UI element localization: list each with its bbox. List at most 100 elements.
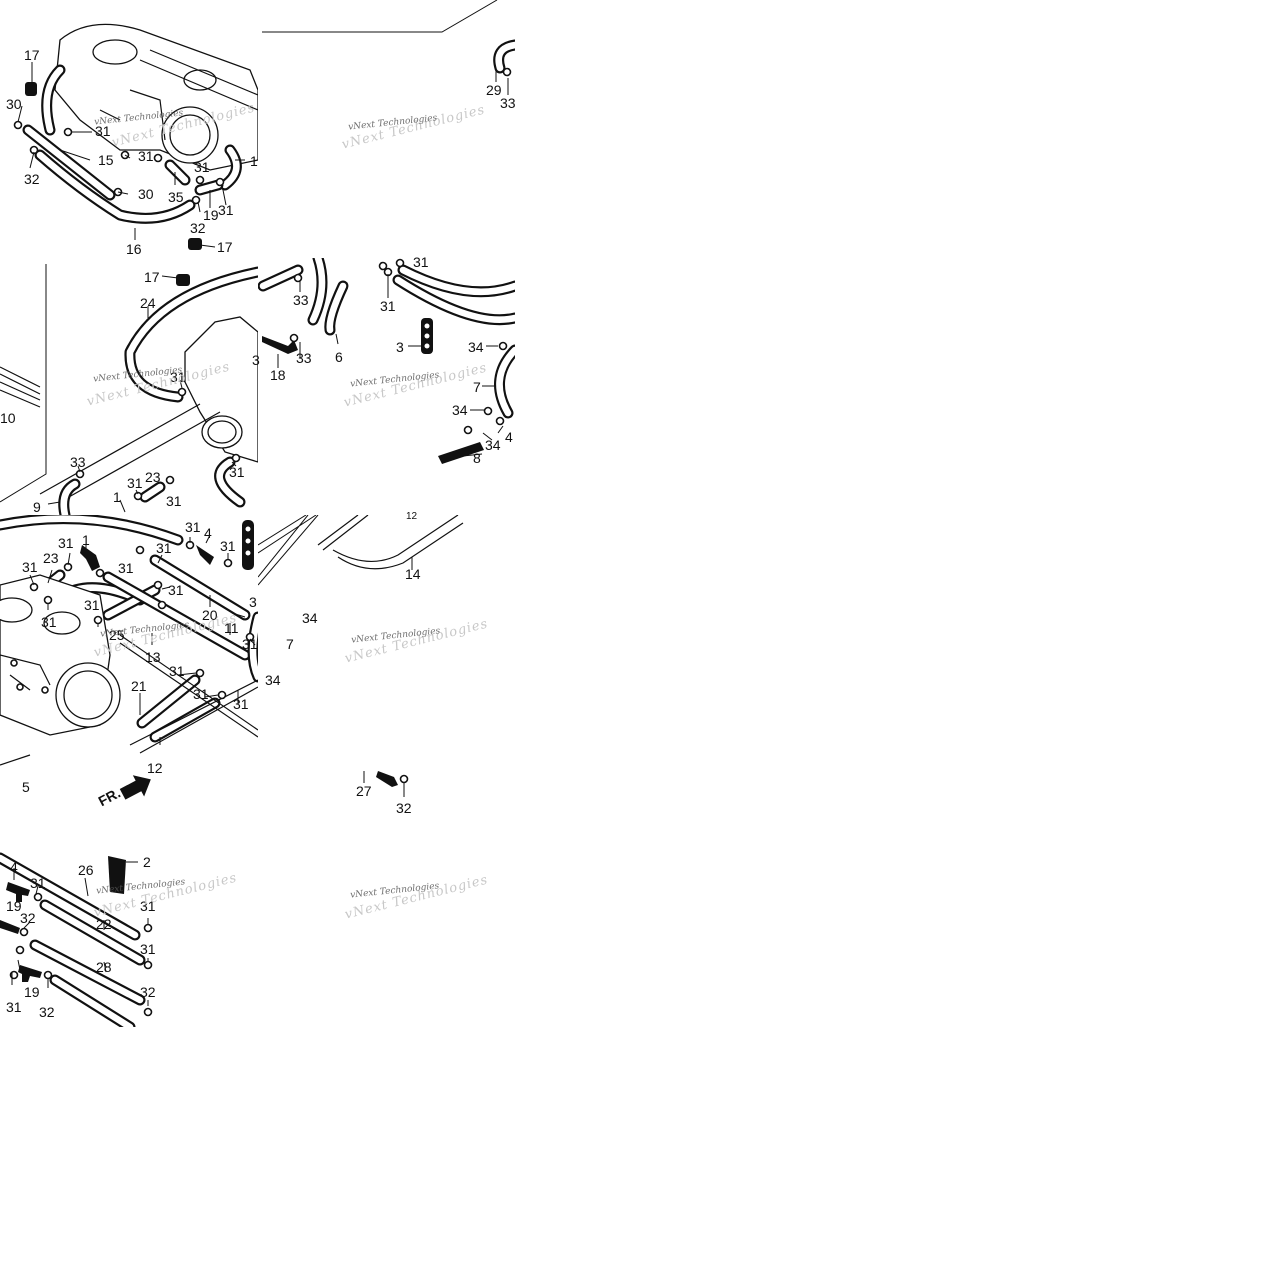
callout-32: 32 — [24, 171, 40, 187]
callout-31: 31 — [169, 663, 185, 679]
callout-34: 34 — [452, 402, 468, 418]
callout-30: 30 — [6, 96, 22, 112]
callout-31: 31 — [156, 540, 172, 556]
tile-mid-left — [0, 262, 258, 515]
tile-mid-left-drawing — [0, 264, 258, 515]
callout-2: 2 — [143, 854, 151, 870]
callout-34: 34 — [485, 437, 501, 453]
callout-31: 31 — [193, 686, 209, 702]
callout-18: 18 — [270, 367, 286, 383]
callout-19: 19 — [6, 898, 22, 914]
callout-33: 33 — [500, 95, 516, 111]
callout-30: 30 — [138, 186, 154, 202]
callout-31: 31 — [218, 202, 234, 218]
callout-34: 34 — [302, 610, 318, 626]
callout-31: 31 — [380, 298, 396, 314]
callout-3: 3 — [252, 352, 260, 368]
callout-16: 16 — [126, 241, 142, 257]
callout-31: 31 — [95, 123, 111, 139]
callout-31: 31 — [413, 254, 429, 270]
callout-9: 9 — [33, 499, 41, 515]
callout-33: 33 — [70, 454, 86, 470]
callout-28: 28 — [96, 959, 112, 975]
tile-top-right-drawing — [262, 0, 515, 95]
callout-31: 31 — [220, 538, 236, 554]
callout-7: 7 — [286, 636, 294, 652]
callout-31: 31 — [185, 519, 201, 535]
callout-17: 17 — [144, 269, 160, 285]
callout-15: 15 — [98, 152, 114, 168]
tile-mid-right-drawing — [258, 258, 515, 464]
callout-27: 27 — [356, 783, 372, 799]
callout-3: 3 — [396, 339, 404, 355]
callout-10: 10 — [0, 410, 16, 426]
tile-top-left — [0, 0, 258, 258]
callout-7: 7 — [473, 379, 481, 395]
callout-22: 22 — [96, 916, 112, 932]
tile-top-left-drawing — [13, 23, 258, 250]
callout-4: 4 — [10, 859, 18, 875]
callout-17: 17 — [217, 239, 233, 255]
callout-31: 31 — [127, 475, 143, 491]
callout-32: 32 — [140, 984, 156, 1000]
callout-21: 21 — [131, 678, 147, 694]
tile-center-left-drawing — [0, 515, 258, 766]
callout-5: 5 — [22, 779, 30, 795]
callout-31: 31 — [138, 148, 154, 164]
tile-center-right-drawing — [258, 515, 464, 797]
callout-12: 12 — [406, 511, 418, 522]
callout-12: 12 — [147, 760, 163, 776]
callout-31: 31 — [6, 999, 22, 1015]
callout-8: 8 — [473, 450, 481, 466]
callout-33: 33 — [293, 292, 309, 308]
callout-31: 31 — [58, 535, 74, 551]
callout-11: 11 — [224, 620, 239, 636]
callout-31: 31 — [166, 493, 182, 509]
callout-31: 31 — [41, 614, 57, 630]
callout-25: 25 — [109, 627, 125, 643]
callout-19: 19 — [24, 984, 40, 1000]
callout-31: 31 — [22, 559, 38, 575]
callout-33: 33 — [296, 350, 312, 366]
callout-31: 31 — [170, 369, 186, 385]
callout-32: 32 — [396, 800, 412, 816]
callout-13: 13 — [145, 649, 161, 665]
callout-23: 23 — [43, 550, 59, 566]
callout-34: 34 — [265, 672, 281, 688]
callout-1: 1 — [113, 489, 121, 505]
callout-1: 1 — [250, 153, 258, 169]
callout-23: 23 — [145, 469, 161, 485]
callout-31: 31 — [194, 159, 210, 175]
callout-31: 31 — [118, 560, 134, 576]
callout-31: 31 — [140, 941, 156, 957]
callout-31: 31 — [30, 875, 46, 891]
tile-center-right — [258, 515, 515, 815]
callout-31: 31 — [168, 582, 184, 598]
callout-31: 31 — [140, 898, 156, 914]
front-arrow-icon — [119, 775, 151, 800]
tile-center-left — [0, 515, 258, 770]
callout-32: 32 — [190, 220, 206, 236]
callout-31: 31 — [233, 696, 249, 712]
callout-4: 4 — [505, 429, 513, 445]
callout-31: 31 — [242, 636, 258, 652]
tile-bottom-left — [0, 820, 160, 1027]
callout-32: 32 — [20, 910, 36, 926]
callout-1: 1 — [82, 532, 90, 548]
callout-17: 17 — [24, 47, 40, 63]
tile-mid-right — [258, 258, 515, 515]
callout-29: 29 — [486, 82, 502, 98]
callout-4: 4 — [204, 525, 212, 541]
callout-3: 3 — [249, 594, 257, 610]
callout-31: 31 — [229, 464, 245, 480]
tile-top-right — [262, 0, 515, 258]
callout-34: 34 — [468, 339, 484, 355]
callout-31: 31 — [84, 597, 100, 613]
tile-bottom-left-drawing — [0, 852, 153, 1027]
callout-32: 32 — [39, 1004, 55, 1020]
callout-24: 24 — [140, 295, 156, 311]
callout-6: 6 — [335, 349, 343, 365]
callout-20: 20 — [202, 607, 218, 623]
callout-26: 26 — [78, 862, 94, 878]
